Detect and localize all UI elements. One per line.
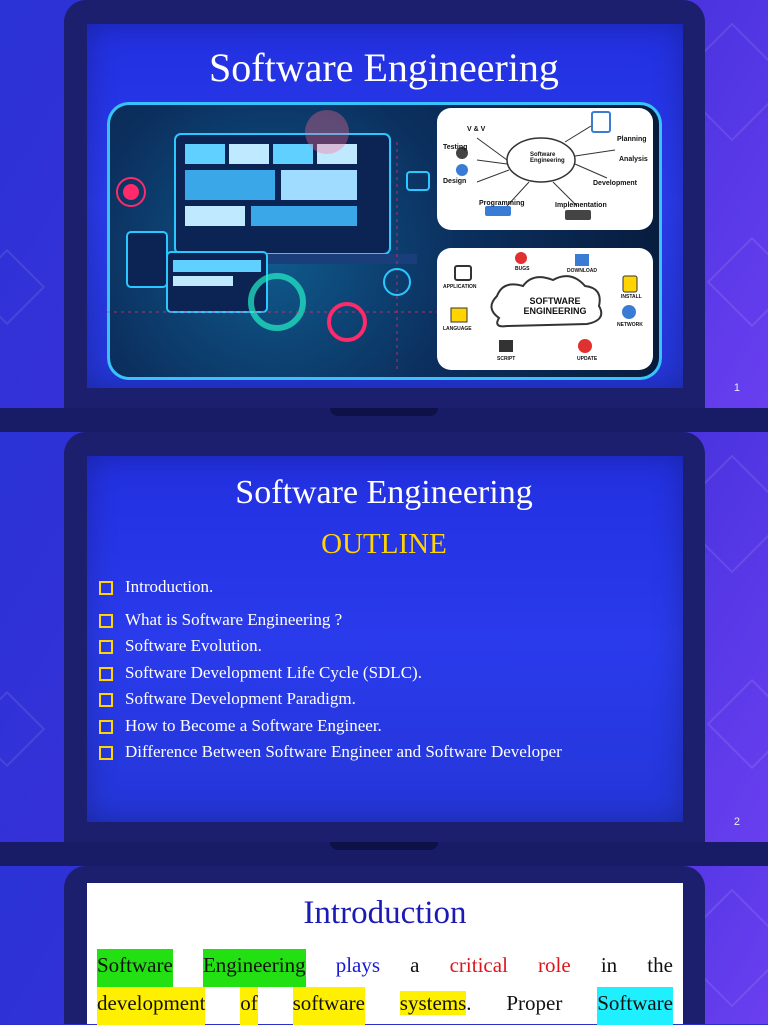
cloud-diagram-graphic xyxy=(450,252,638,353)
word: software xyxy=(292,991,365,1015)
software-engineering-cloud-diagram: SOFTWARE ENGINEERING APPLICATION BUGS DO… xyxy=(437,248,653,370)
tech-illustration xyxy=(107,110,437,372)
checkbox-bullet-icon xyxy=(99,693,113,707)
diagram-label: LANGUAGE xyxy=(443,326,472,332)
diagram-label: Programming xyxy=(479,200,525,207)
outline-item-text: Software Development Paradigm. xyxy=(125,689,356,708)
word: Proper xyxy=(506,991,563,1015)
hero-image: Software Engineering V & V Testing Desig… xyxy=(107,102,662,380)
sdlc-diagram: Software Engineering V & V Testing Desig… xyxy=(437,108,653,230)
sdlc-diagram-graphic xyxy=(456,111,616,220)
diagram-label: Planning xyxy=(617,136,647,143)
diagram-label: Analysis xyxy=(619,156,648,163)
diagram-label: Development xyxy=(593,180,637,187)
intro-paragraph: Software Engineering plays a critical ro… xyxy=(97,949,673,1025)
decor-shape xyxy=(0,248,46,326)
diagram-label: APPLICATION xyxy=(443,284,477,290)
slide-screen xyxy=(87,456,683,822)
laptop-notch xyxy=(330,842,438,850)
decor-shape xyxy=(706,678,768,770)
word: Engineering xyxy=(202,949,306,987)
checkbox-bullet-icon xyxy=(99,666,113,681)
outline-item: What is Software Engineering ? xyxy=(97,607,562,634)
page-number: 1 xyxy=(733,382,740,394)
laptop-base xyxy=(0,408,768,432)
outline-item-text: Introduction. xyxy=(125,577,214,596)
word: Software xyxy=(597,987,673,1025)
outline-item: Difference Between Software Engineer and… xyxy=(97,739,562,766)
diagram-label: Design xyxy=(443,178,467,185)
slide-title: Software Engineering xyxy=(209,45,559,90)
outline-item-text: Software Development Life Cycle (SDLC). xyxy=(125,662,422,682)
word: development xyxy=(97,987,206,1025)
diagram-label: NETWORK xyxy=(617,322,643,328)
outline-item-text: What is Software Engineering ? xyxy=(125,609,343,629)
diagram-label: V & V xyxy=(467,126,486,133)
word: . xyxy=(466,991,472,1015)
outline-item: Software Evolution. xyxy=(97,633,562,660)
slide-title: Software Engineering xyxy=(235,474,533,511)
diagram-center-label: Software Engineering xyxy=(530,152,565,164)
laptop-notch xyxy=(330,408,438,416)
word: Software xyxy=(97,949,173,987)
word: critical xyxy=(449,953,508,977)
cloud-center-label: SOFTWARE ENGINEERING xyxy=(523,296,587,316)
diagram-label: UPDATE xyxy=(577,356,598,362)
diagram-label: SCRIPT xyxy=(497,356,516,362)
slide-2: Software Engineering OUTLINE 2 xyxy=(0,432,768,866)
checkbox-bullet-icon xyxy=(99,640,113,654)
word: systems xyxy=(399,991,467,1015)
paragraph-line-1: Software Engineering plays a critical ro… xyxy=(97,949,673,987)
outline-item: Introduction. xyxy=(97,574,562,601)
outline-heading: OUTLINE xyxy=(321,528,447,560)
diagram-label: BUGS xyxy=(515,266,530,272)
checkbox-bullet-icon xyxy=(99,581,113,595)
page-number: 2 xyxy=(733,816,740,828)
outline-item-text: How to Become a Software Engineer. xyxy=(125,715,382,735)
word: plays xyxy=(335,953,381,977)
diagram-label: INSTALL xyxy=(621,294,642,300)
word: the xyxy=(647,953,673,977)
checkbox-bullet-icon xyxy=(99,613,113,628)
outline-item-text: Difference Between Software Engineer and… xyxy=(125,742,562,761)
diagram-label: Testing xyxy=(443,144,468,151)
checkbox-bullet-icon xyxy=(99,719,113,734)
slide-1: Software Engineering xyxy=(0,0,768,432)
intro-slide-content: Introduction Software Engineering plays … xyxy=(87,883,683,1025)
outline-item-text: Software Evolution. xyxy=(125,636,262,655)
diagram-label: Implementation xyxy=(555,202,607,209)
decor-shape xyxy=(0,690,46,768)
word: of xyxy=(240,987,258,1025)
paragraph-line-2: development of software systems. Proper … xyxy=(97,987,673,1025)
decor-shape xyxy=(706,236,768,328)
outline-item: Software Development Life Cycle (SDLC). xyxy=(97,660,562,687)
word: in xyxy=(600,953,618,977)
outline-item: How to Become a Software Engineer. xyxy=(97,713,562,740)
slide-title: Introduction xyxy=(303,895,467,931)
word: a xyxy=(410,953,420,977)
word: role xyxy=(538,953,571,977)
outline-item: Software Development Paradigm. xyxy=(97,686,562,713)
diagram-label: DOWNLOAD xyxy=(567,268,597,274)
checkbox-bullet-icon xyxy=(99,746,113,760)
laptop-base xyxy=(0,842,768,866)
outline-list: Introduction. What is Software Engineeri… xyxy=(97,574,562,766)
